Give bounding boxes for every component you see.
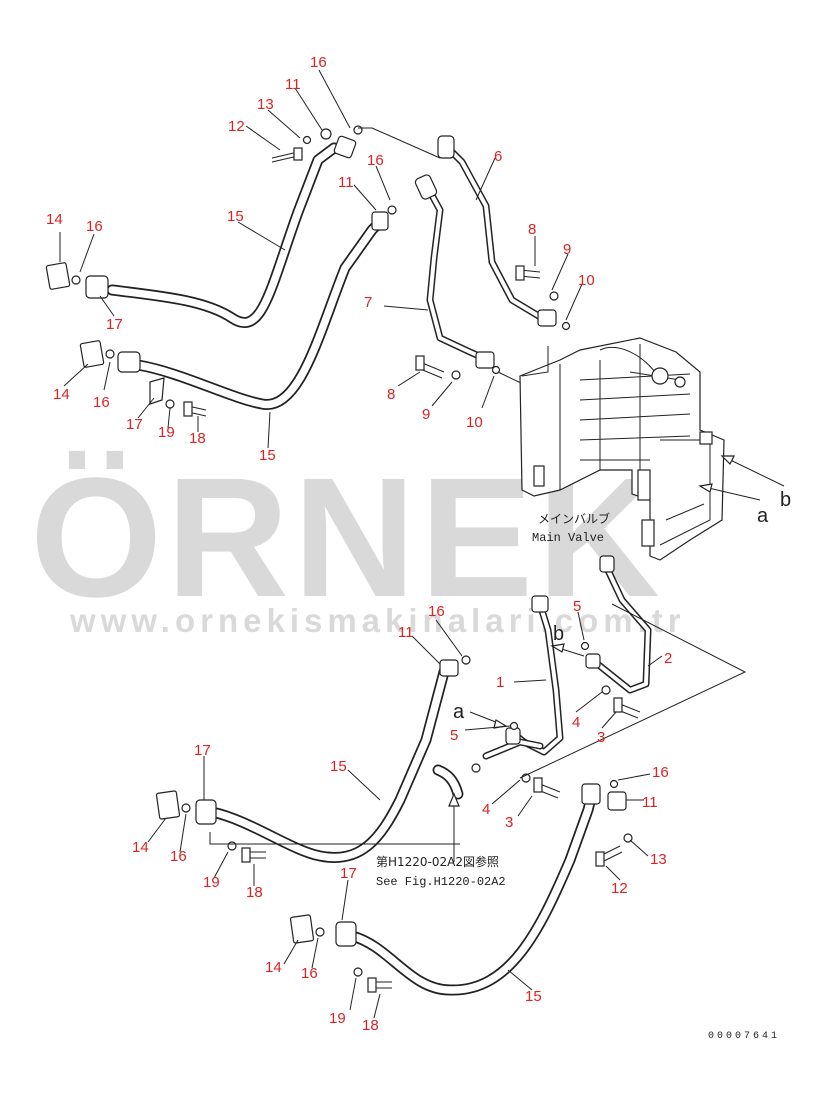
callout-6: 6 [494, 148, 502, 165]
callout-16: 16 [170, 848, 187, 865]
callout-19: 19 [329, 1010, 346, 1027]
callout-12: 12 [228, 118, 245, 135]
callout-14: 14 [132, 839, 149, 856]
watermark-url: www.ornekismakinalari.com.tr [69, 602, 686, 639]
callout-7: 7 [364, 294, 372, 311]
callout-3: 3 [597, 729, 605, 746]
callout-16: 16 [367, 152, 384, 169]
see-fig-label-jp: 第H1220-02A2図参照 [376, 854, 499, 869]
callout-16: 16 [93, 394, 110, 411]
callout-15: 15 [525, 988, 542, 1005]
callout-16: 16 [301, 965, 318, 982]
callout-17: 17 [106, 316, 123, 333]
callout-16: 16 [428, 603, 445, 620]
see-fig-label-en: See Fig.H1220-02A2 [376, 875, 506, 889]
callout-18: 18 [189, 430, 206, 447]
callout-4: 4 [572, 714, 580, 731]
callout-17: 17 [126, 416, 143, 433]
ref-a-lower: a [453, 701, 465, 723]
callout-9: 9 [422, 406, 430, 423]
drawing-code: 00007641 [708, 1031, 780, 1042]
callout-18: 18 [362, 1017, 379, 1034]
callout-11: 11 [338, 174, 354, 191]
callout-13: 13 [257, 96, 274, 113]
callouts: 16 11 13 12 16 11 6 14 16 15 8 9 10 17 7… [46, 54, 672, 1034]
callout-17: 17 [340, 865, 357, 882]
ref-b-upper: b [780, 489, 791, 511]
callout-8: 8 [387, 386, 395, 403]
callout-1: 1 [496, 674, 504, 691]
callout-3: 3 [505, 814, 513, 831]
callout-19: 19 [203, 874, 220, 891]
callout-5: 5 [573, 598, 581, 615]
leaders-bottom [147, 603, 747, 1019]
callout-11: 11 [285, 76, 301, 93]
lower-assembly: a b 第H1220-02A2図参照 See Fig.H1220-02A2 [147, 555, 747, 1019]
ref-b-lower: b [553, 623, 564, 645]
main-valve: a b メインバルブ Main Valve [519, 337, 791, 561]
main-valve-label-en: Main Valve [532, 531, 604, 545]
callout-4: 4 [482, 801, 490, 818]
callout-14: 14 [53, 386, 70, 403]
callout-15: 15 [259, 447, 276, 464]
callout-18: 18 [246, 884, 263, 901]
callout-19: 19 [158, 424, 175, 441]
callout-14: 14 [46, 211, 63, 228]
callout-10: 10 [578, 272, 595, 289]
upper-assembly [45, 69, 583, 449]
callout-9: 9 [563, 241, 571, 258]
callout-14: 14 [265, 959, 282, 976]
callout-11: 11 [642, 794, 658, 811]
leaders-top [59, 69, 583, 449]
callout-16: 16 [652, 764, 669, 781]
callout-12: 12 [611, 880, 628, 897]
callout-13: 13 [650, 851, 667, 868]
callout-17: 17 [194, 742, 211, 759]
callout-8: 8 [528, 221, 536, 238]
callout-16: 16 [86, 218, 103, 235]
callout-16: 16 [310, 54, 327, 71]
callout-5: 5 [450, 727, 458, 744]
main-valve-label-jp: メインバルブ [538, 511, 610, 526]
callout-2: 2 [664, 650, 672, 667]
callout-15: 15 [330, 758, 347, 775]
ref-a-upper: a [757, 505, 769, 527]
callout-10: 10 [466, 414, 483, 431]
callout-15: 15 [227, 208, 244, 225]
callout-11: 11 [398, 624, 414, 641]
